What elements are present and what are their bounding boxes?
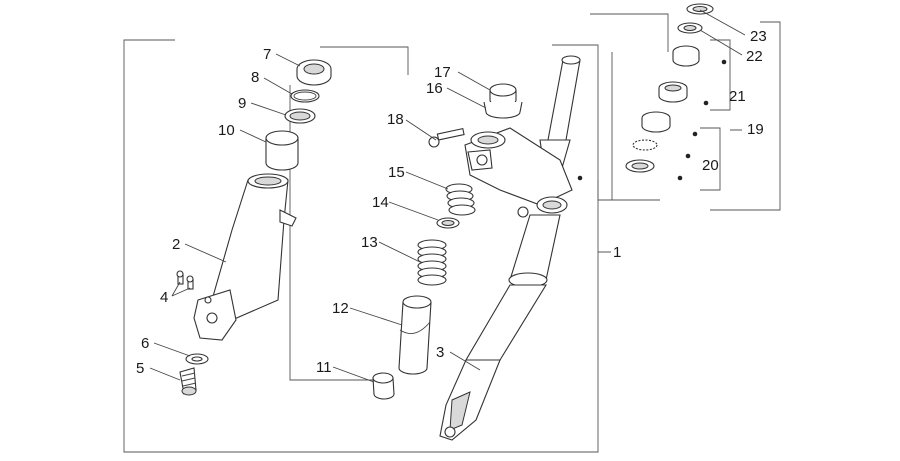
assembly-frames	[123, 13, 781, 453]
part-2-fork-slider	[193, 173, 297, 341]
leader-lines	[149, 9, 746, 383]
callout-14: 14	[372, 194, 389, 211]
part-7-seal	[296, 59, 332, 86]
part-14-washer	[436, 217, 460, 229]
callout-7: 7	[263, 46, 271, 63]
part-21-bearing-set	[658, 45, 700, 103]
callout-18: 18	[387, 111, 404, 128]
callout-20: 20	[702, 157, 719, 174]
callout-8: 8	[251, 69, 259, 86]
callout-2: 2	[172, 236, 180, 253]
part-12-tube	[398, 295, 432, 375]
callout-3: 3	[436, 344, 444, 361]
callout-13: 13	[361, 234, 378, 251]
callout-22: 22	[746, 48, 763, 65]
callout-10: 10	[218, 122, 235, 139]
part-10-bushing	[265, 130, 299, 171]
callout-6: 6	[141, 335, 149, 352]
callout-16: 16	[426, 80, 443, 97]
part-6-washer	[185, 353, 209, 365]
callout-9: 9	[238, 95, 246, 112]
reference-dots	[577, 59, 727, 181]
part-20-bearing-set	[625, 111, 671, 173]
part-11-cap	[372, 372, 395, 400]
callout-17: 17	[434, 64, 451, 81]
part-1-steering-stem	[464, 55, 581, 218]
callout-15: 15	[388, 164, 405, 181]
part-23-top-nut	[686, 3, 714, 15]
part-5-drain-screw	[179, 367, 197, 396]
callout-1: 1	[613, 244, 621, 261]
callout-19: 19	[747, 121, 764, 138]
callout-12: 12	[332, 300, 349, 317]
part-4-bolts	[176, 270, 194, 290]
part-13-spring	[417, 239, 447, 286]
callout-21: 21	[729, 88, 746, 105]
part-9-ring	[284, 108, 316, 124]
callout-labels: 1 2 3 4 5 6 7 8 9 10 11 12 13 14 15 16 1…	[136, 28, 767, 377]
callout-23: 23	[750, 28, 767, 45]
callout-11: 11	[316, 359, 332, 376]
part-16-17-plug	[483, 83, 523, 119]
callout-4: 4	[160, 289, 168, 306]
part-3-fork-leg	[439, 214, 561, 441]
part-8-circlip	[290, 89, 320, 103]
part-15-spring	[445, 183, 476, 216]
part-22-ring	[677, 22, 703, 34]
callout-5: 5	[136, 360, 144, 377]
part-18-bolt	[428, 128, 465, 148]
